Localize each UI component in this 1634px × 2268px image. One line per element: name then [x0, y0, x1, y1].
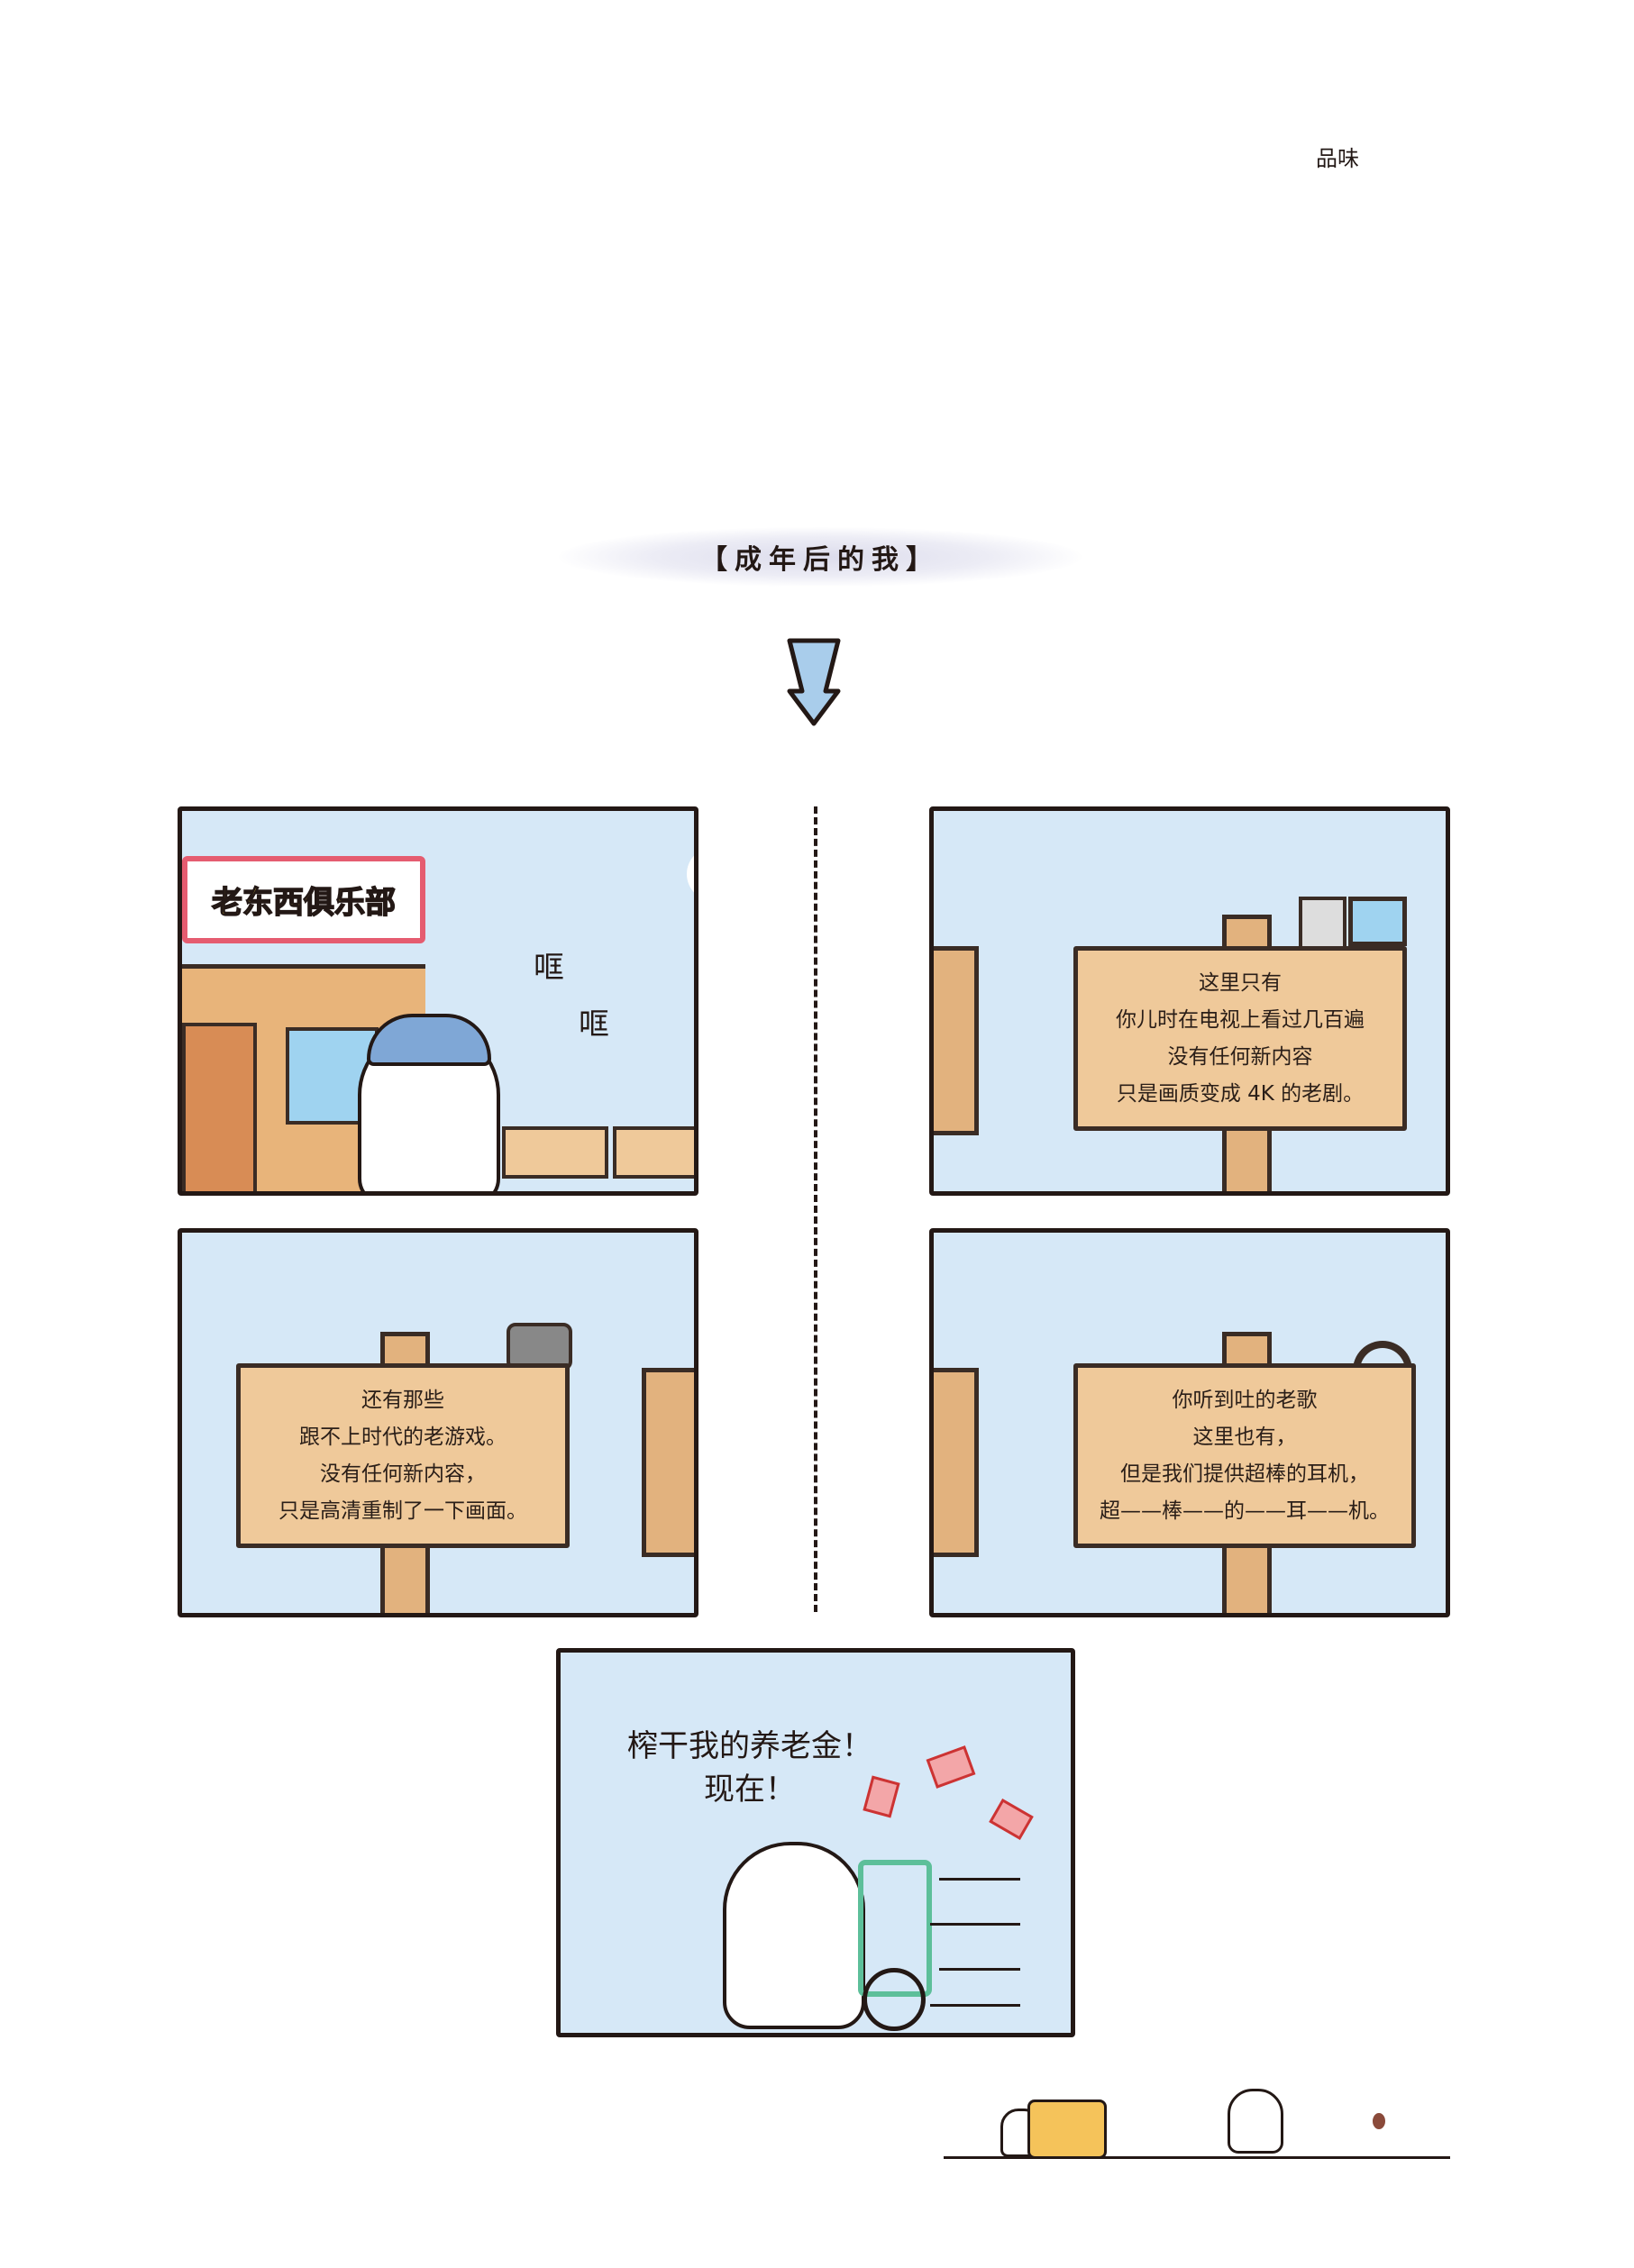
panel-3: 还有那些 跟不上时代的老游戏。 没有任何新内容， 只是高清重制了一下画面。 — [178, 1228, 698, 1617]
dashed-divider — [814, 806, 817, 1612]
sign-line: 你儿时在电视上看过几百遍 — [1116, 1007, 1365, 1032]
armchair-icon — [1027, 2099, 1107, 2159]
sound-effect: 哐 — [534, 950, 564, 986]
side-sign — [934, 1368, 979, 1557]
small-sign — [502, 1126, 608, 1179]
wheel — [863, 1968, 926, 2031]
wooden-sign: 这里只有 你儿时在电视上看过几百遍 没有任何新内容 只是画质变成 4K 的老剧。 — [1073, 946, 1407, 1131]
sound-effect: 哐 — [579, 1006, 609, 1043]
door — [182, 1023, 257, 1191]
down-arrow-icon — [787, 638, 841, 726]
sign-line: 没有任何新内容 — [1167, 1044, 1313, 1069]
sign-line: 跟不上时代的老游戏。 — [299, 1425, 507, 1449]
small-sign — [613, 1126, 694, 1179]
panel-1: 老东西俱乐部 哐 哐 — [178, 806, 698, 1196]
speed-line — [939, 1968, 1020, 1971]
sign-line: 只是画质变成 4K 的老剧。 — [1116, 1081, 1365, 1106]
sign-line: 超——棒——的——耳——机。 — [1100, 1498, 1390, 1523]
sign-line: 还有那些 — [361, 1388, 444, 1412]
speech-line: 现在！ — [704, 1772, 796, 1808]
sign-line: 你听到吐的老歌 — [1172, 1388, 1318, 1412]
speech-text: 榨干我的养老金！ 现在！ — [615, 1725, 885, 1811]
wooden-sign: 你听到吐的老歌 这里也有， 但是我们提供超棒的耳机， 超——棒——的——耳——机… — [1073, 1363, 1416, 1548]
sign-line: 只是高清重制了一下画面。 — [278, 1498, 527, 1523]
monitor-icon — [1348, 897, 1407, 946]
footer-character — [1228, 2089, 1283, 2154]
sign-line: 这里只有 — [1199, 970, 1282, 995]
sign-line: 这里也有， — [1192, 1425, 1297, 1449]
speed-line — [930, 2004, 1020, 2007]
footer-line — [944, 2156, 1450, 2159]
panel-5: 榨干我的养老金！ 现在！ — [556, 1648, 1075, 2037]
panel-2: 这里只有 你儿时在电视上看过几百遍 没有任何新内容 只是画质变成 4K 的老剧。 — [929, 806, 1450, 1196]
bug-icon — [1373, 2113, 1385, 2129]
sign-line: 没有任何新内容， — [320, 1462, 486, 1486]
panel-4: 你听到吐的老歌 这里也有， 但是我们提供超棒的耳机， 超——棒——的——耳——机… — [929, 1228, 1450, 1617]
side-sign — [934, 946, 979, 1135]
chapter-title: 【成年后的我】 — [559, 527, 1082, 587]
speed-line — [939, 1878, 1020, 1881]
section-header: 品味 — [1316, 146, 1359, 171]
speed-line — [930, 1923, 1020, 1926]
cloud — [687, 847, 694, 901]
cap — [367, 1014, 491, 1066]
speech-line: 榨干我的养老金！ — [627, 1728, 872, 1764]
money-note — [926, 1745, 976, 1789]
wooden-sign: 还有那些 跟不上时代的老游戏。 没有任何新内容， 只是高清重制了一下画面。 — [236, 1363, 570, 1548]
character — [723, 1842, 865, 2029]
sign-line: 但是我们提供超棒的耳机， — [1120, 1462, 1369, 1486]
side-sign — [642, 1368, 694, 1557]
money-note — [989, 1799, 1034, 1840]
computer-tower-icon — [1299, 897, 1346, 953]
store-sign: 老东西俱乐部 — [182, 856, 425, 943]
